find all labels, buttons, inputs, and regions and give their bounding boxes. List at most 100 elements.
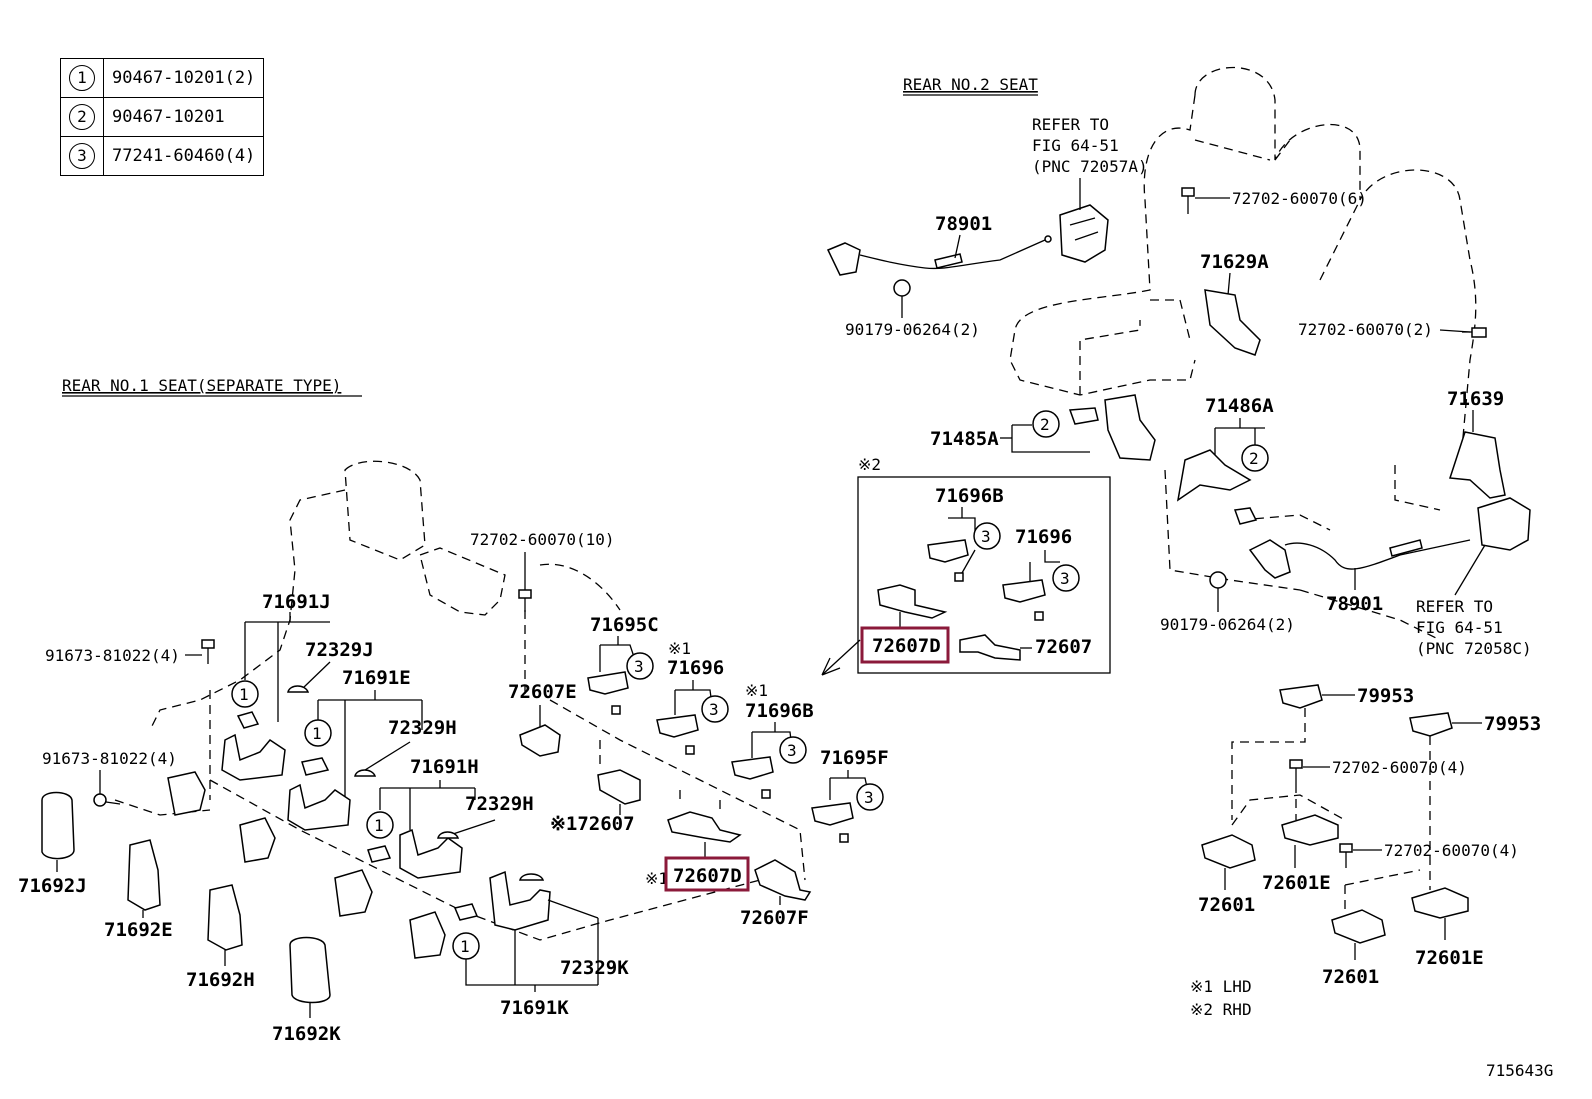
label-71695f: 71695F: [820, 747, 889, 769]
lhd-mark-b: ※1: [745, 681, 768, 700]
part-71696b: [927, 539, 969, 563]
legend-row: 2 90467-10201: [60, 97, 265, 137]
title-rear-no1: REAR NO.1 SEAT(SEPARATE TYPE): [62, 376, 341, 395]
refer-top-line3: (PNC 72057A): [1032, 157, 1148, 176]
cover-71692k: [289, 936, 331, 1004]
callout-2: 2: [69, 104, 95, 130]
svg-text:1: 1: [239, 685, 249, 704]
figure-id: 715643G: [1486, 1061, 1553, 1080]
label-72329j: 72329J: [305, 639, 374, 661]
svg-text:2: 2: [1040, 415, 1050, 434]
bolt-icon: [93, 793, 121, 807]
bolt-icon: [1181, 187, 1195, 214]
part-71696: [656, 714, 699, 738]
label-72601-a: 72601: [1198, 894, 1255, 916]
rhd-mark: ※2: [858, 455, 881, 474]
part-71691e: [287, 783, 351, 831]
cover-71692e: [127, 839, 161, 911]
part-72607e: [519, 724, 561, 757]
part-72607d-box: [877, 584, 948, 619]
bolt-icon: [1339, 843, 1353, 868]
part-72601e-a: [1281, 814, 1339, 846]
svg-text:3: 3: [634, 657, 644, 676]
label-71629a: 71629A: [1200, 251, 1269, 273]
label-79953-a: 79953: [1357, 685, 1414, 707]
label-71691e: 71691E: [342, 667, 411, 689]
legend-part: 77241-60460(4): [102, 136, 265, 176]
callout-1: [366, 811, 394, 839]
callout-1: [231, 680, 259, 708]
label-72601e-a: 72601E: [1262, 872, 1331, 894]
refer-bottom-line2: FIG 64-51: [1416, 618, 1503, 637]
label-71696b-box: 71696B: [935, 485, 1004, 507]
label-72601e-b: 72601E: [1415, 947, 1484, 969]
refer-bottom-line3: (PNC 72058C): [1416, 639, 1532, 658]
label-71692j: 71692J: [18, 875, 87, 897]
cover-71692h: [207, 884, 243, 951]
label-71696-box: 71696: [1015, 526, 1072, 548]
callout-3: [856, 783, 884, 811]
legend-table: 1 90467-10201(2) 2 90467-10201 3 77241-6…: [60, 58, 265, 176]
label-72702-2: 72702-60070(2): [1298, 320, 1433, 339]
part-71691k: [489, 870, 551, 931]
label-71695c: 71695C: [590, 614, 659, 636]
label-78901-top: 78901: [935, 213, 992, 235]
bolt-icon: [1462, 327, 1487, 338]
title-rear-no2: REAR NO.2 SEAT: [903, 75, 1038, 94]
label-72607d-box: 72607D: [872, 635, 941, 657]
callout-3: [779, 736, 807, 764]
label-72702-10: 72702-60070(10): [470, 530, 615, 549]
svg-text:2: 2: [1249, 449, 1259, 468]
callout-3: 3: [69, 143, 95, 169]
label-71692h: 71692H: [186, 969, 255, 991]
refer-top-line1: REFER TO: [1032, 115, 1109, 134]
part-79953-b: [1409, 712, 1453, 737]
callout-2: [1032, 410, 1060, 438]
label-72329h-a: 72329H: [388, 717, 457, 739]
seat-hinge: [167, 771, 206, 816]
label-71691k: 71691K: [500, 997, 569, 1019]
rhd-detail-box: [857, 476, 1111, 674]
label-71696: 71696: [667, 657, 724, 679]
label-71696b: 71696B: [745, 700, 814, 722]
callout-2: [1241, 444, 1269, 472]
part-72601-a: [1201, 834, 1256, 869]
bracket-71485a: [1104, 394, 1156, 461]
bolt-icon: [1289, 759, 1303, 784]
part-71695c: [587, 671, 629, 695]
label-71692e: 71692E: [104, 919, 173, 941]
cover-71692j: [41, 791, 75, 860]
label-72607: ※172607: [550, 813, 635, 835]
svg-text:1: 1: [312, 724, 322, 743]
legend-row: 3 77241-60460(4): [60, 136, 265, 176]
callout-1: 1: [69, 65, 95, 91]
lhd-mark-a: ※1: [668, 639, 691, 658]
part-72607d: [667, 811, 742, 843]
seat-hinge: [239, 817, 276, 863]
part-72601-b: [1331, 909, 1386, 944]
callout-3: [973, 522, 1001, 550]
part-71691h: [399, 828, 463, 879]
label-71486a: 71486A: [1205, 395, 1274, 417]
label-90179-top: 90179-06264(2): [845, 320, 980, 339]
label-72329k: 72329K: [560, 957, 629, 979]
label-72329h-b: 72329H: [465, 793, 534, 815]
bolt-icon: [201, 639, 215, 664]
part-79953-a: [1279, 684, 1323, 709]
callout-3: [1052, 564, 1080, 592]
label-79953-b: 79953: [1484, 713, 1541, 735]
label-71692k: 71692K: [272, 1023, 341, 1045]
legend-part: 90467-10201: [102, 97, 265, 137]
highlight-72607d-box: [860, 626, 950, 664]
label-91673-a: 91673-81022(4): [45, 646, 180, 665]
label-78901-bottom: 78901: [1326, 593, 1383, 615]
part-71695f: [811, 802, 854, 826]
svg-text:3: 3: [1060, 569, 1070, 588]
part-71696: [1002, 579, 1046, 603]
bracket-71486a: [1176, 449, 1252, 502]
part-72607: [597, 769, 641, 805]
label-90179-bottom: 90179-06264(2): [1160, 615, 1295, 634]
label-91673-b: 91673-81022(4): [42, 749, 177, 768]
seat-hinge: [334, 869, 373, 917]
